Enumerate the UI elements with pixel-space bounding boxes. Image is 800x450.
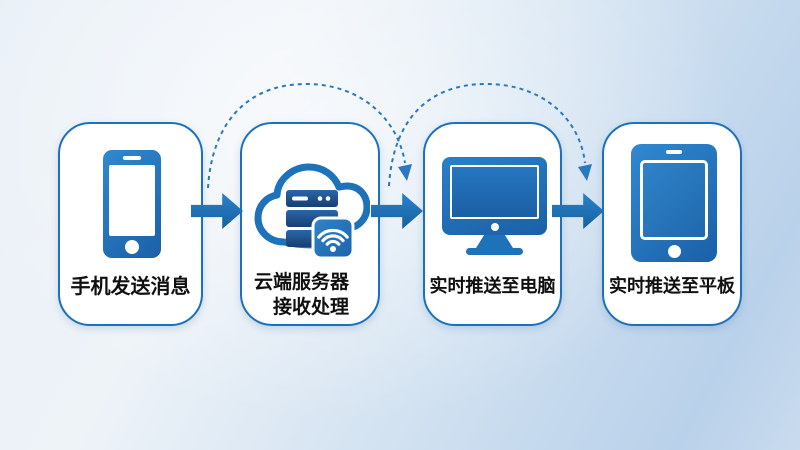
step-label: 实时推送至电脑: [429, 276, 556, 297]
dashed-arrowhead-2: [578, 164, 592, 181]
desktop-computer-icon: [442, 157, 547, 255]
step-card-computer: 实时推送至电脑: [423, 122, 562, 326]
tablet-home-button: [667, 245, 681, 258]
smartphone-speaker: [123, 156, 141, 160]
step-label: 手机发送消息: [70, 274, 191, 298]
tablet-speaker: [666, 150, 682, 154]
tablet-icon: [631, 144, 717, 262]
smartphone-icon: [103, 150, 161, 258]
step-label: 实时推送至平板: [609, 276, 735, 297]
tablet-screen: [640, 160, 708, 240]
step-card-cloud-server: 云端服务器 接收处理: [240, 122, 380, 326]
step-card-phone: 手机发送消息: [58, 122, 203, 326]
cloud-server-icon: [254, 154, 371, 260]
wifi-icon: [311, 216, 355, 260]
smartphone-screen: [109, 165, 155, 236]
dashed-arrowhead-1: [398, 164, 412, 181]
monitor-base: [466, 248, 523, 255]
step-label-line-1: 云端服务器: [253, 271, 349, 293]
step-card-tablet: 实时推送至平板: [602, 122, 742, 326]
smartphone-home-button: [125, 240, 139, 254]
monitor-stand: [476, 235, 513, 248]
step-label-line-2: 接收处理: [272, 296, 349, 318]
monitor-button: [490, 223, 499, 231]
step-label: 云端服务器 接收处理: [242, 270, 378, 320]
monitor-screen: [450, 165, 539, 219]
